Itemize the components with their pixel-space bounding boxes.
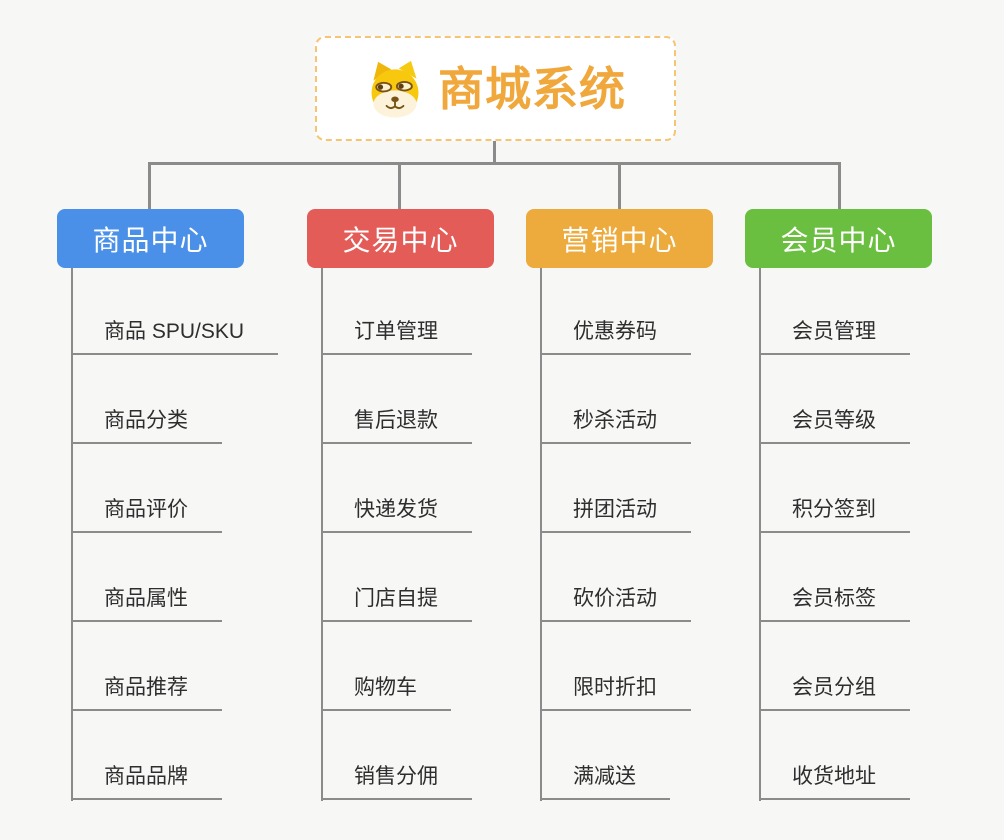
leaf-column-product: 商品 SPU/SKU 商品分类 商品评价 商品属性 商品推荐 商品品牌 xyxy=(71,266,279,800)
branch-node-member-center[interactable]: 会员中心 xyxy=(745,209,932,268)
connector-horizontal xyxy=(149,162,840,165)
leaf-node[interactable]: 砍价活动 xyxy=(540,533,691,622)
leaf-node[interactable]: 限时折扣 xyxy=(540,622,691,711)
leaf-node[interactable]: 购物车 xyxy=(321,622,451,711)
connector-drop-product xyxy=(148,162,151,210)
leaf-node[interactable]: 商品品牌 xyxy=(71,711,222,800)
branch-node-product-center[interactable]: 商品中心 xyxy=(57,209,244,268)
leaf-node[interactable]: 商品评价 xyxy=(71,444,222,533)
leaf-node[interactable]: 销售分佣 xyxy=(321,711,472,800)
connector-drop-trade xyxy=(398,162,401,210)
connector-root-stub xyxy=(493,141,496,163)
branch-node-trade-center[interactable]: 交易中心 xyxy=(307,209,494,268)
trunk-marketing xyxy=(540,268,542,801)
leaf-node[interactable]: 订单管理 xyxy=(321,266,472,355)
trunk-trade xyxy=(321,268,323,801)
leaf-node[interactable]: 满减送 xyxy=(540,711,670,800)
leaf-node[interactable]: 积分签到 xyxy=(759,444,910,533)
leaf-node[interactable]: 收货地址 xyxy=(759,711,910,800)
leaf-node[interactable]: 拼团活动 xyxy=(540,444,691,533)
trunk-member xyxy=(759,268,761,801)
leaf-column-marketing: 优惠券码 秒杀活动 拼团活动 砍价活动 限时折扣 满减送 xyxy=(540,266,691,800)
leaf-node[interactable]: 会员等级 xyxy=(759,355,910,444)
leaf-node[interactable]: 商品 SPU/SKU xyxy=(71,266,279,355)
trunk-product xyxy=(71,268,73,801)
leaf-node[interactable]: 商品属性 xyxy=(71,533,222,622)
leaf-column-trade: 订单管理 售后退款 快递发货 门店自提 购物车 销售分佣 xyxy=(321,266,472,800)
leaf-node[interactable]: 门店自提 xyxy=(321,533,472,622)
leaf-node[interactable]: 会员标签 xyxy=(759,533,910,622)
leaf-node[interactable]: 商品分类 xyxy=(71,355,222,444)
leaf-node[interactable]: 优惠券码 xyxy=(540,266,691,355)
leaf-node[interactable]: 售后退款 xyxy=(321,355,472,444)
root-node-mall-system[interactable]: 商城系统 xyxy=(315,36,676,141)
leaf-node[interactable]: 商品推荐 xyxy=(71,622,222,711)
connector-drop-marketing xyxy=(618,162,621,210)
branch-node-marketing-center[interactable]: 营销中心 xyxy=(526,209,713,268)
leaf-node[interactable]: 快递发货 xyxy=(321,444,472,533)
root-title: 商城系统 xyxy=(438,62,626,115)
leaf-node[interactable]: 会员分组 xyxy=(759,622,910,711)
connector-drop-member xyxy=(838,162,841,210)
leaf-column-member: 会员管理 会员等级 积分签到 会员标签 会员分组 收货地址 xyxy=(759,266,910,800)
doge-dog-face-icon xyxy=(371,60,419,118)
leaf-node[interactable]: 会员管理 xyxy=(759,266,910,355)
leaf-node[interactable]: 秒杀活动 xyxy=(540,355,691,444)
